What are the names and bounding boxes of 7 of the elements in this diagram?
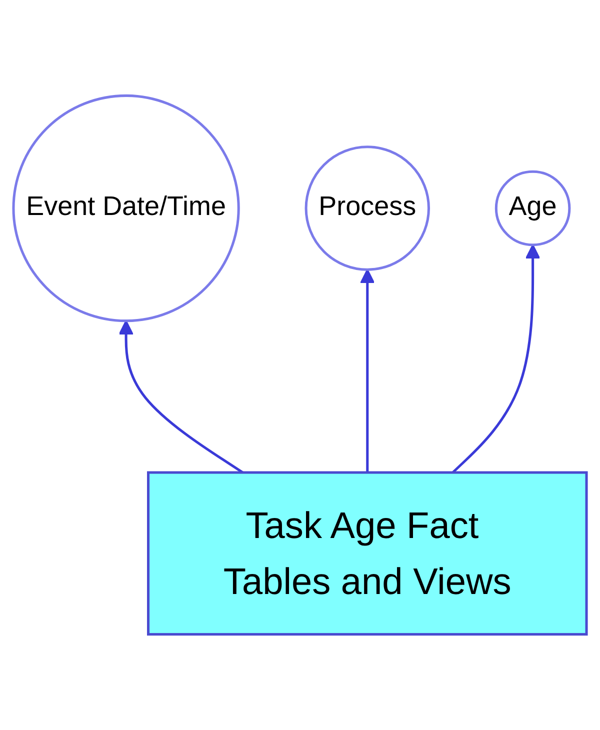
node-circle: Age: [494, 170, 571, 246]
node-box: Task Age Fact Tables and Views: [147, 471, 588, 636]
node-circle: Process: [304, 146, 430, 271]
arrow: [452, 244, 540, 474]
arrow: [118, 320, 244, 474]
arrow: [360, 268, 375, 472]
node-circle: Event Date/Time: [12, 94, 240, 322]
